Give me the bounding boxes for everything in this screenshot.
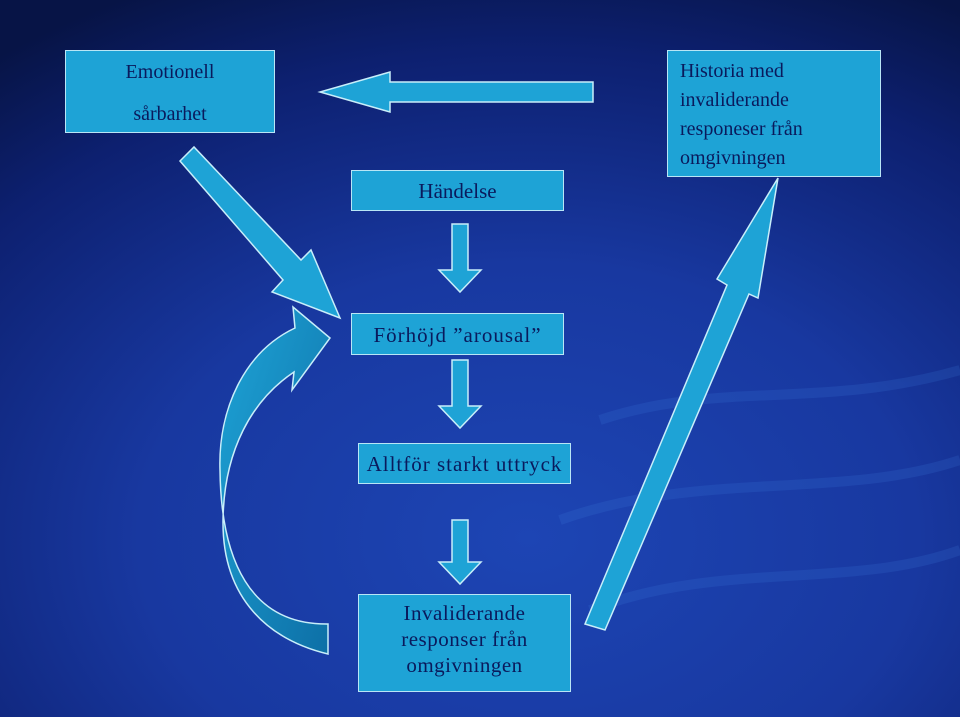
box-invaliderande-line-3: omgivningen — [406, 653, 523, 677]
arrow-handelse-to-arousal — [437, 223, 483, 294]
box-historia-line-3: responeser från — [680, 118, 803, 140]
box-alltfor-starkt-uttryck: Alltför starkt uttryck — [358, 443, 571, 484]
arrow-alltfor-to-invaliderande — [437, 519, 483, 586]
box-handelse-label: Händelse — [418, 179, 497, 203]
box-historia-line-1: Historia med — [680, 60, 784, 82]
arrow-arousal-to-alltfor — [437, 359, 483, 430]
box-forhojd-arousal: Förhöjd ”arousal” — [351, 313, 564, 355]
arrow-emotionell-to-arousal — [178, 145, 342, 320]
box-alltfor-label: Alltför starkt uttryck — [366, 452, 563, 476]
box-emotionell-line-1: Emotionell — [125, 61, 215, 83]
arrow-historia-to-emotionell — [317, 71, 594, 113]
box-emotionell-line-2: sårbarhet — [133, 103, 207, 125]
box-invaliderande-line-2: responser från — [401, 627, 528, 651]
curved-feedback-arrow — [219, 305, 332, 655]
background-swooshes — [558, 365, 960, 615]
box-historia-line-2: invaliderande — [680, 89, 789, 111]
box-handelse: Händelse — [351, 170, 564, 211]
box-historia-line-4: omgivningen — [680, 147, 786, 169]
box-historia: Historia med invaliderande responeser fr… — [667, 50, 881, 177]
box-invaliderande-line-1: Invaliderande — [403, 601, 526, 625]
arrow-invaliderande-to-historia — [583, 177, 779, 631]
box-emotionell-sarbarhet: Emotionell sårbarhet — [65, 50, 275, 133]
box-invaliderande-responser: Invaliderande responser från omgivningen — [358, 594, 571, 692]
box-arousal-label: Förhöjd ”arousal” — [373, 323, 542, 347]
